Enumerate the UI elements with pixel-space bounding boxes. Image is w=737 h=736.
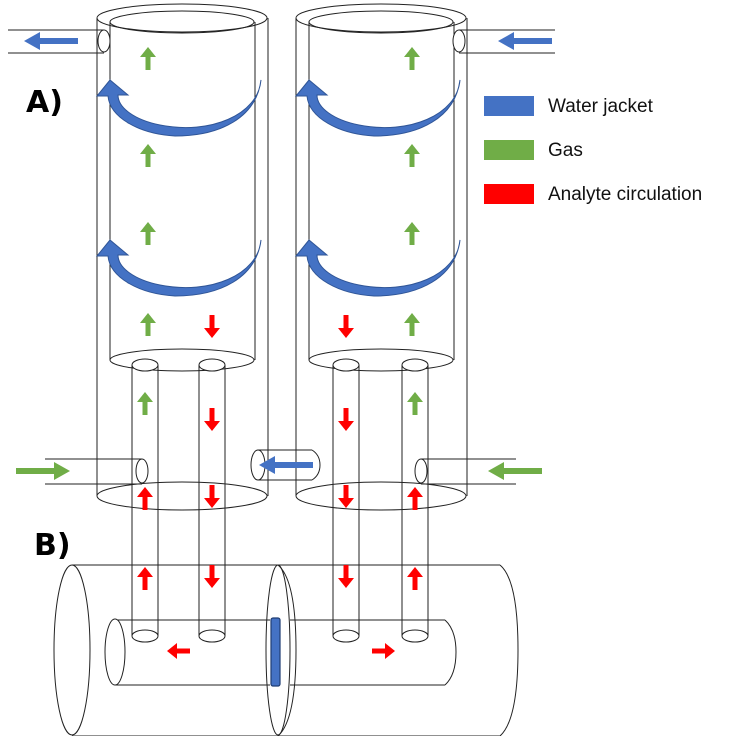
gas-flow-arrow (140, 47, 156, 70)
section-b-inner-cylinders (104, 618, 457, 686)
water-connector-tube (250, 449, 321, 481)
analyte-flow-arrow (338, 565, 354, 588)
water-swirl-arrow (95, 79, 262, 137)
legend: Water jacket Gas Analyte circulation (484, 96, 702, 205)
gas-flow-arrow (404, 144, 420, 167)
section-label-b: B) (34, 528, 71, 563)
right-column-analyte-tubes (332, 358, 429, 643)
water-swirl-arrow (294, 79, 461, 137)
analyte-flow-arrow (204, 485, 220, 508)
section-label-a: A) (26, 85, 63, 120)
water-flow-arrow (24, 32, 78, 50)
water-swirl-arrows (95, 79, 461, 297)
left-column-inner-tube (109, 10, 256, 372)
analyte-flow-arrow (204, 315, 220, 338)
legend-swatch-analyte (484, 184, 534, 204)
gas-inlet-port-right (414, 458, 516, 485)
membrane (270, 617, 281, 687)
right-column-outer-jacket (295, 3, 468, 511)
analyte-flow-arrow (407, 567, 423, 590)
legend-swatch-gas (484, 140, 534, 160)
analyte-flow-arrow (407, 487, 423, 510)
gas-flow-arrow (488, 462, 542, 480)
water-outlet-port-left (8, 29, 111, 54)
analyte-flow-arrow (167, 643, 190, 659)
gas-inlet-port-left (45, 458, 149, 485)
analyte-flow-arrow (338, 485, 354, 508)
analyte-flow-arrow (372, 643, 395, 659)
legend-label-gas: Gas (548, 140, 583, 161)
analyte-flow-arrow (137, 567, 153, 590)
analyte-flow-arrow (137, 487, 153, 510)
water-flow-arrow (259, 456, 313, 474)
gas-flow-arrow (140, 222, 156, 245)
analyte-flow-arrow (338, 408, 354, 431)
legend-label-water-jacket: Water jacket (548, 96, 654, 117)
legend-label-analyte: Analyte circulation (548, 184, 702, 205)
water-inlet-port-right (452, 29, 555, 54)
gas-flow-arrow (404, 47, 420, 70)
water-flow-arrow (498, 32, 552, 50)
analyte-flow-arrow (338, 315, 354, 338)
gas-flow-arrow (140, 144, 156, 167)
gas-flow-arrow (404, 313, 420, 336)
left-column-analyte-tubes (131, 358, 226, 643)
gas-flow-arrow (140, 313, 156, 336)
water-swirl-arrow (95, 239, 262, 297)
gas-flow-arrow (407, 392, 423, 415)
analyte-flow-arrow (204, 565, 220, 588)
gas-flow-arrow (16, 462, 70, 480)
gas-flow-arrow (404, 222, 420, 245)
analyte-flow-arrow (204, 408, 220, 431)
legend-swatch-water-jacket (484, 96, 534, 116)
left-column-outer-jacket (96, 3, 269, 511)
gas-flow-arrow (137, 392, 153, 415)
right-column-inner-tube (308, 10, 455, 372)
water-swirl-arrow (294, 239, 461, 297)
